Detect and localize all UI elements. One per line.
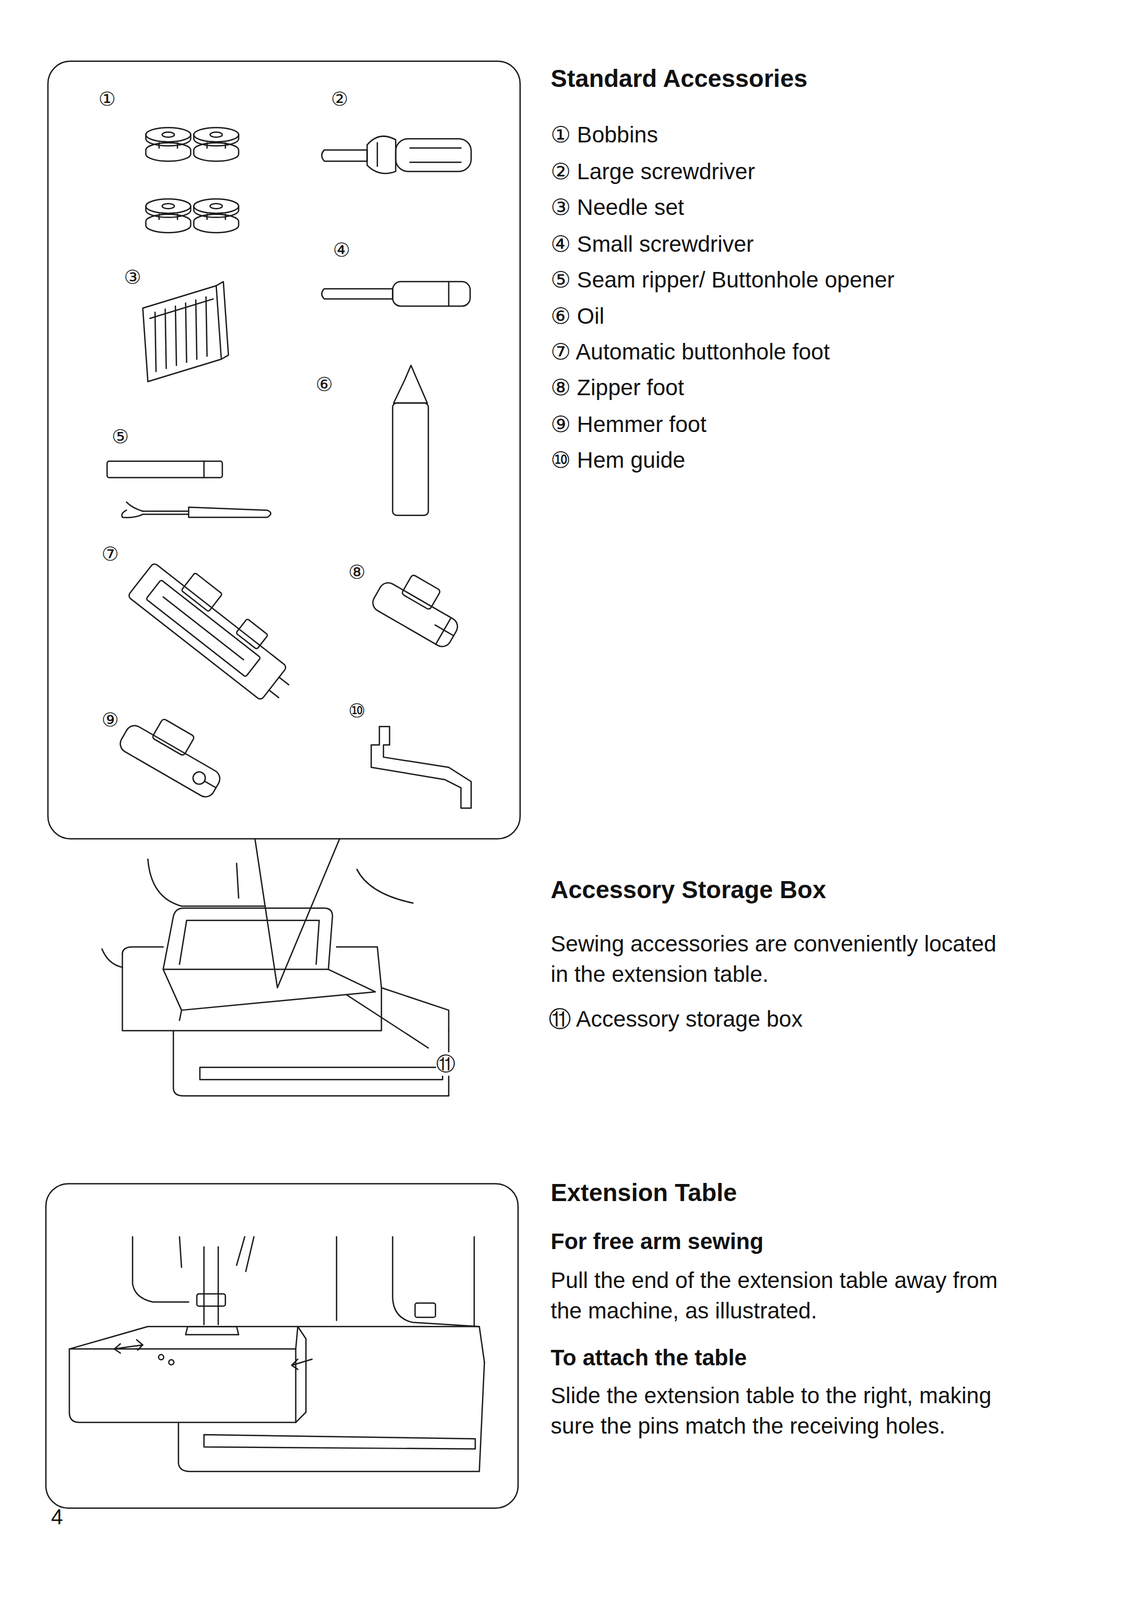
section-heading: Accessory Storage Box	[550, 874, 826, 905]
accessory-item: ⑩ Hem guide	[550, 444, 686, 476]
accessory-item: ④ Small screwdriver	[550, 228, 754, 260]
subheading: For free arm sewing	[550, 1225, 764, 1257]
callout-number: ⑪	[436, 1052, 456, 1076]
callout-number: ⑨	[101, 708, 119, 732]
callout-number: ⑥	[315, 372, 333, 397]
callout-number: ⑩	[348, 699, 366, 723]
accessory-item: ③ Needle set	[550, 191, 685, 223]
accessory-item: ① Bobbins	[550, 119, 658, 150]
body-text: Slide the extension table to the right, …	[550, 1379, 1021, 1441]
callout-number: ②	[331, 87, 349, 111]
accessory-item: ⑥ Oil	[550, 300, 605, 332]
accessory-item: ⑧ Zipper foot	[550, 372, 685, 403]
accessory-item: ⑨ Hemmer foot	[550, 408, 707, 440]
body-text: Pull the end of the extension table away…	[550, 1264, 1021, 1326]
section-heading: Extension Table	[550, 1177, 737, 1208]
subheading: To attach the table	[550, 1342, 748, 1373]
callout-number: ③	[123, 265, 141, 289]
callout-number: ④	[333, 238, 351, 262]
callout-number: ①	[98, 87, 116, 111]
callout-number: ⑤	[111, 424, 130, 449]
body-text: Sewing accessories are conveniently loca…	[550, 928, 1021, 990]
accessory-item: ② Large screwdriver	[550, 156, 756, 187]
accessory-item: ⑦ Automatic buttonhole foot	[550, 336, 830, 367]
callout-number: ⑧	[348, 560, 366, 584]
callout-number: ⑦	[101, 542, 119, 566]
page-number: 4	[51, 1503, 63, 1530]
accessory-item: ⑤ Seam ripper/ Buttonhole opener	[550, 264, 895, 295]
accessory-item: ⑪ Accessory storage box	[548, 1003, 803, 1034]
section-heading: Standard Accessories	[550, 63, 808, 94]
